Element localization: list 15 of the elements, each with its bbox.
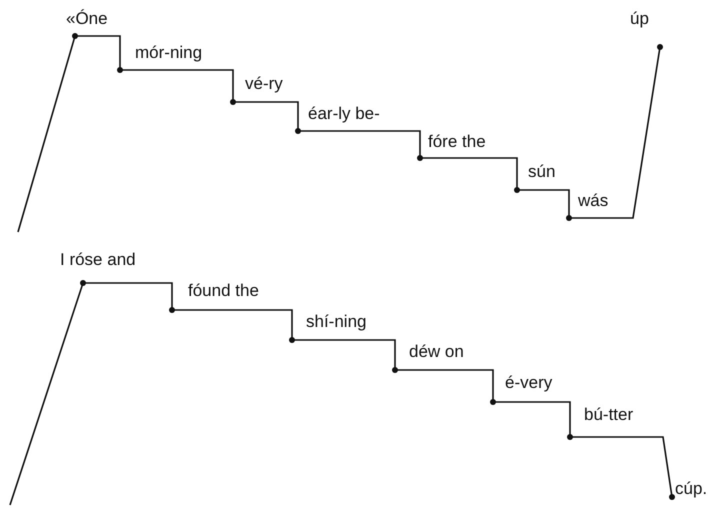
lyric-syllables: bú-tter (584, 405, 634, 425)
lyric-syllables: vé-ry (245, 74, 283, 94)
lyric-syllables: fóund the (188, 281, 259, 301)
lyric-syllables: wás (578, 191, 608, 211)
lyric-syllables: fóre the (428, 132, 486, 152)
lyric-syllables: «Óne (66, 9, 108, 29)
lyric-syllables: éar-ly be- (308, 104, 380, 124)
lyric-syllables: I róse and (60, 250, 136, 270)
lyric-syllables: sún (528, 162, 556, 182)
lyric-syllables: mór-ning (135, 43, 202, 63)
lyric-syllables: cúp. (675, 479, 708, 499)
lyric-syllables: é-very (505, 373, 552, 393)
lyric-syllables: shí-ning (306, 312, 366, 332)
lyric-syllables: úp (630, 9, 649, 29)
lyric-syllables: déw on (409, 342, 464, 362)
